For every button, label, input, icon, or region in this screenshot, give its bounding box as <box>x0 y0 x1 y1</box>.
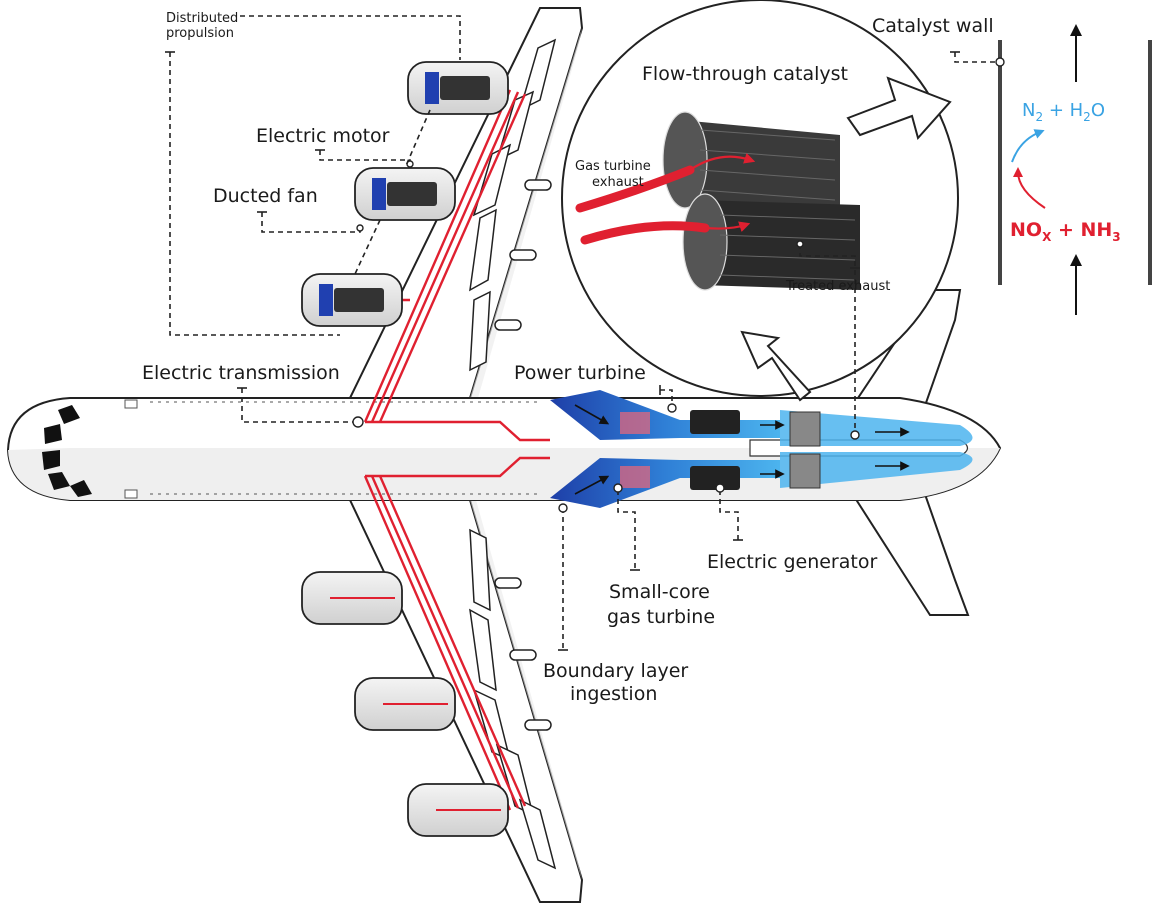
lower-ducted-fans <box>301 571 509 837</box>
label-electric-generator: Electric generator <box>707 551 877 573</box>
chemistry-equations: N2 + H2O NOX + NH3 <box>1010 100 1121 244</box>
lower-wing-flaps <box>469 528 557 870</box>
catalyst-callout-arrow-top <box>846 76 952 141</box>
electric-wiring <box>363 89 550 811</box>
ducted-fan-3 <box>301 273 403 327</box>
label-distributed-propulsion-line1: Distributed <box>166 11 238 26</box>
flow-through-catalyst-inset <box>561 0 959 402</box>
label-electric-motor: Electric motor <box>256 125 390 147</box>
cockpit-windows <box>42 405 92 497</box>
label-boundary-layer-line2: ingestion <box>570 683 657 705</box>
label-flow-through-catalyst: Flow-through catalyst <box>642 63 848 85</box>
label-small-core-line1: Small-core <box>609 581 710 603</box>
label-gas-turbine-exhaust-line2: exhaust <box>592 175 644 190</box>
catalyst-monolith <box>662 111 860 291</box>
reactants-equation: NOX + NH3 <box>1010 219 1121 244</box>
label-electric-transmission: Electric transmission <box>142 362 340 384</box>
fuselage-windows <box>124 399 540 499</box>
label-treated-exhaust: Treated exhaust <box>785 279 890 294</box>
label-small-core-line2: gas turbine <box>607 606 715 628</box>
fuselage <box>6 397 1002 501</box>
catalyst-callout-arrow-bottom <box>740 330 812 402</box>
ducted-fan-1 <box>407 61 509 115</box>
label-ducted-fan: Ducted fan <box>213 185 318 207</box>
ducted-fan-5 <box>354 677 456 731</box>
upper-ducted-fans <box>301 61 509 327</box>
rear-powertrain <box>550 390 973 508</box>
leader-lines <box>165 15 1005 651</box>
label-boundary-layer-line1: Boundary layer <box>543 660 688 682</box>
catalyst-wall-panel <box>998 24 1152 315</box>
label-distributed-propulsion-line2: propulsion <box>166 26 234 41</box>
labels: Distributed propulsion Electric motor Du… <box>142 11 994 705</box>
label-catalyst-wall: Catalyst wall <box>872 15 994 37</box>
label-gas-turbine-exhaust-line1: Gas turbine <box>575 159 651 174</box>
ducted-fan-2 <box>354 167 456 221</box>
products-equation: N2 + H2O <box>1022 100 1105 124</box>
exhaust-flow-arrows <box>575 165 710 245</box>
upper-wing-flaps <box>469 38 557 372</box>
ducted-fan-6 <box>407 783 509 837</box>
label-power-turbine: Power turbine <box>514 362 646 384</box>
ducted-fan-4 <box>301 571 403 625</box>
